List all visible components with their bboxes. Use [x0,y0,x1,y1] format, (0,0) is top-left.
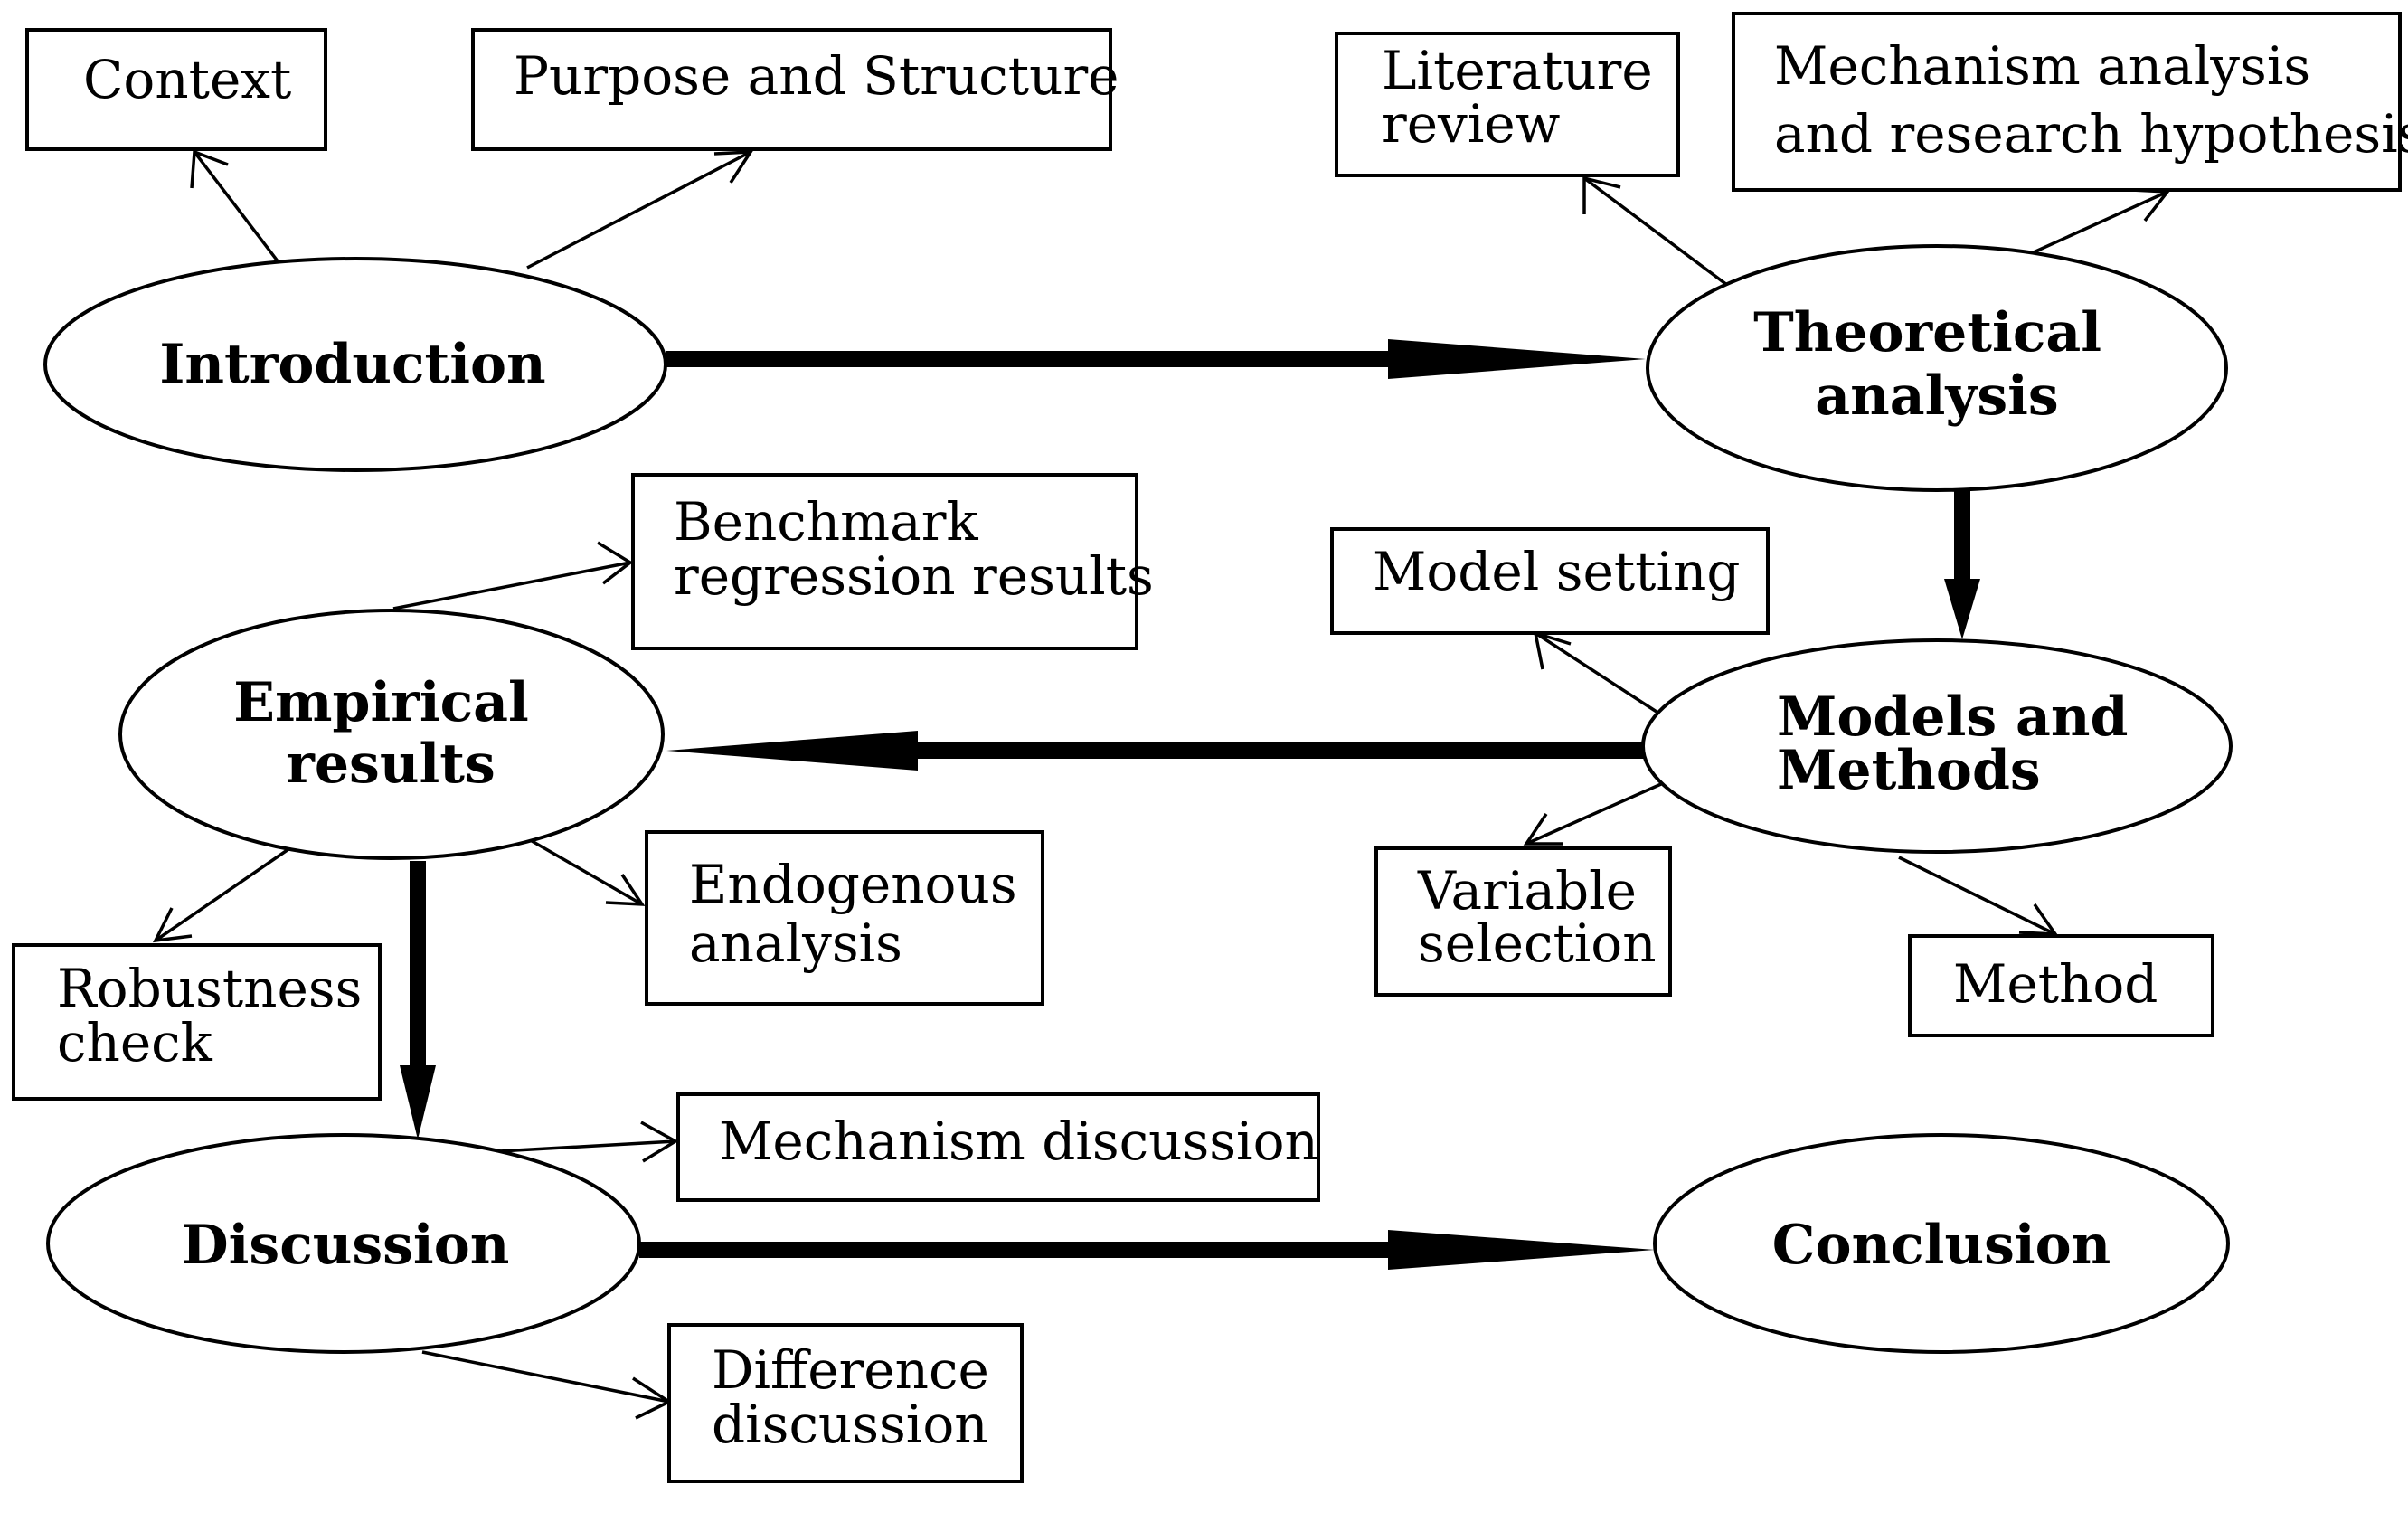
variable-selection-line1: Variable [1417,860,1637,922]
mechanism-hypothesis-line2: and research hypothesis [1774,103,2408,165]
box-purpose-and-structure: Purpose and Structure [471,28,1119,151]
box-endogenous-analysis: Endogenous analysis [645,830,1044,1006]
arrow-empirical-to-endogenous [526,837,643,906]
models-methods-label-line2: Methods [1777,739,2041,802]
box-mechanism-discussion: Mechanism discussion [676,1092,1320,1202]
variable-selection-line2: selection [1418,913,1657,974]
models-methods-label-line1: Models and [1777,686,2128,749]
svg-text:Endogenous analysis: Endogenous analysis [689,854,1034,974]
benchmark-line2: regression results [674,545,1154,607]
svg-text:Variable selection: Variable selection [1417,860,1657,974]
introduction-label: Introduction [159,333,545,396]
endogenous-line1: Endogenous [689,854,1017,915]
arrow-theoretical-to-literature [1582,176,1729,287]
node-models-and-methods: Models and Methods [1641,638,2233,854]
endogenous-line2: analysis [689,913,902,974]
svg-text:Literature review: Literature review [1382,40,1669,155]
arrowhead-endogenous [605,874,646,906]
empirical-results-label-line1: Empirical [233,671,529,734]
benchmark-line1: Benchmark [674,491,978,553]
box-benchmark-regression: Benchmark regression results [631,473,1154,650]
theoretical-analysis-label-line1: Theoretical [1753,301,2101,364]
box-context: Context [25,28,327,151]
arrow-models-to-method [1898,856,2056,936]
arrow-introduction-to-context [193,150,280,264]
arrowhead-literature [1582,175,1621,214]
box-method: Method [1908,934,2214,1037]
flow-head-conclusion [1388,1230,1655,1270]
box-literature-review: Literature review [1335,32,1680,177]
svg-text:Difference discussion: Difference discussion [712,1339,1006,1455]
node-discussion: Discussion [46,1133,641,1354]
box-robustness-check: Robustness check [12,943,382,1101]
node-theoretical-analysis: Theoretical analysis [1646,244,2228,492]
arrow-introduction-to-purpose [526,150,751,270]
purpose-structure-label: Purpose and Structure [514,45,1119,107]
arrowhead-robustness [152,907,193,943]
box-model-setting: Model setting [1330,527,1770,635]
svg-text:Mechanism analysis and r: Mechanism analysis and research hypothes… [1774,35,2408,165]
robustness-line2: check [57,1012,213,1073]
flow-head-models [1944,579,1980,639]
svg-text:Benchmark regression res: Benchmark regression results [674,491,1154,607]
mechanism-discussion-label: Mechanism discussion [719,1111,1318,1172]
arrowhead-purpose [713,150,754,184]
literature-review-line2: review [1382,93,1560,155]
empirical-results-label-line2: results [286,733,495,796]
method-label: Method [1953,953,2158,1015]
flow-head-empirical [666,731,918,771]
svg-text:Robustness check: Robustness check [57,958,379,1073]
arrow-models-to-model-setting [1535,631,1657,714]
theoretical-analysis-label-line2: analysis [1815,364,2058,428]
flow-head-theoretical [1388,339,1646,379]
model-setting-label: Model setting [1373,541,1740,602]
box-variable-selection: Variable selection [1374,846,1672,997]
main-flow-arrows [400,339,1980,1270]
difference-discussion-line1: Difference [712,1339,989,1401]
arrow-discussion-to-difference-discussion [421,1350,670,1404]
svg-text:Theoretical analysis: Theoretical analysis [1753,301,2120,428]
thin-connectors [152,149,2171,1420]
arrow-theoretical-to-mechanism-hypothesis [2025,190,2168,258]
conclusion-label: Conclusion [1772,1214,2111,1277]
arrowhead-variable-selection [1523,813,1563,846]
box-difference-discussion: Difference discussion [667,1323,1024,1483]
context-label: Context [83,49,291,110]
box-mechanism-analysis-hypothesis: Mechanism analysis and research hypothes… [1732,12,2408,192]
arrow-models-to-variable-selection [1525,782,1662,846]
arrowhead-context [190,149,229,189]
svg-text:Empirical results: Empirical results [233,671,547,796]
arrowhead-mechanism-discussion [640,1121,679,1163]
node-conclusion: Conclusion [1653,1133,2230,1354]
arrowhead-benchmark [597,541,634,585]
arrow-empirical-to-benchmark [392,561,631,610]
mechanism-hypothesis-line1: Mechanism analysis [1774,35,2310,97]
discussion-label: Discussion [182,1214,510,1277]
node-introduction: Introduction [43,257,667,472]
svg-text:Models and Methods: Models and Methods [1777,686,2147,802]
literature-review-line1: Literature [1382,40,1653,101]
flow-head-discussion [400,1065,436,1139]
difference-discussion-line2: discussion [712,1394,988,1455]
node-empirical-results: Empirical results [118,609,665,860]
robustness-line1: Robustness [57,958,362,1019]
arrow-discussion-to-mechanism-discussion [498,1139,676,1153]
arrow-empirical-to-robustness [155,846,292,942]
